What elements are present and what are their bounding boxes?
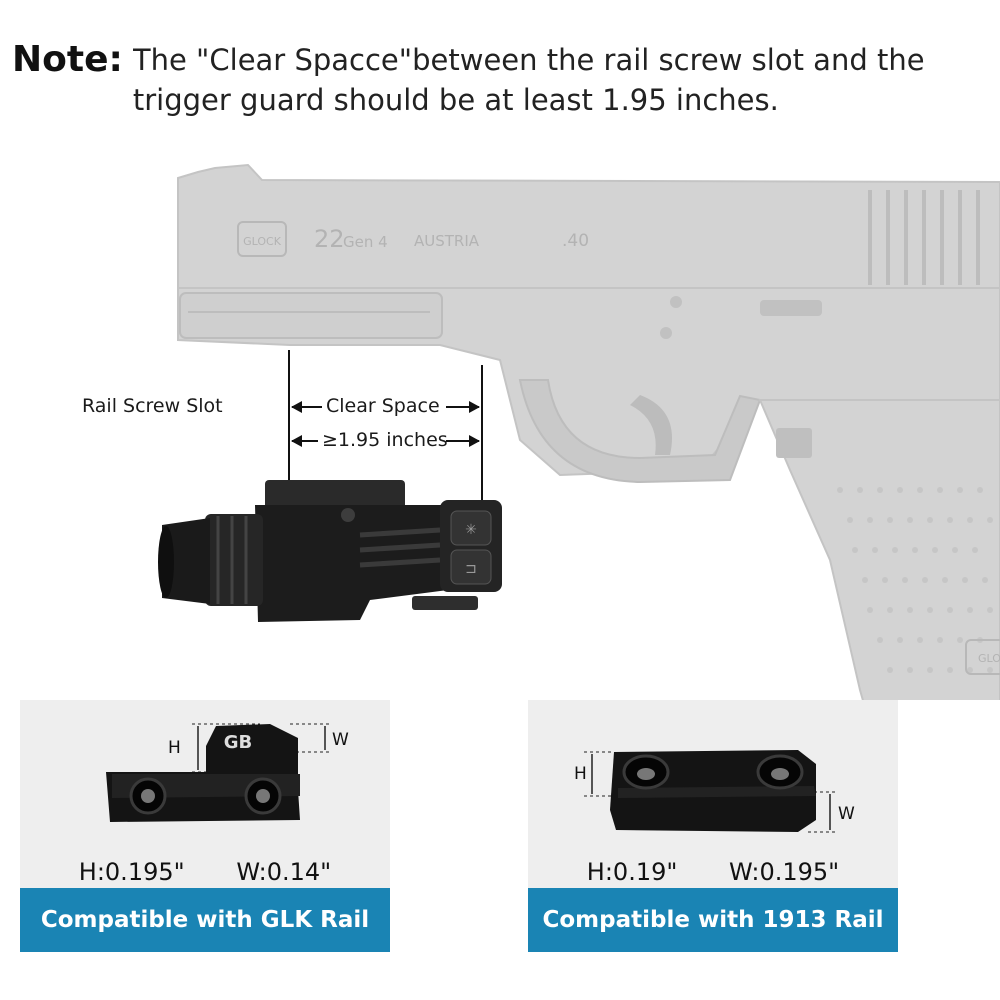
rail-screw-slot-label: Rail Screw Slot	[82, 395, 223, 417]
frame-pin	[670, 296, 682, 308]
arrow-head	[291, 401, 302, 413]
pistol-generation: Gen 4	[343, 233, 388, 251]
glk-dimensions: H:0.195" W:0.14"	[20, 858, 390, 886]
picatinny-dimensions: H:0.19" W:0.195"	[528, 858, 898, 886]
light-head-ring	[205, 514, 263, 606]
light-lens	[158, 526, 174, 598]
distance-label: ≥1.95 inches	[322, 429, 448, 451]
power-icon: ✳	[465, 522, 477, 538]
pistol-grip	[758, 399, 1000, 700]
pistol-model: 22	[314, 225, 345, 253]
width-value: W:0.195"	[729, 858, 840, 886]
glk-compatibility-banner: Compatible with GLK Rail	[20, 888, 390, 952]
width-letter: W	[332, 730, 349, 750]
slide-stop	[760, 300, 822, 316]
mode-button	[450, 549, 492, 585]
part-engraving: GB	[224, 732, 253, 753]
picatinny-compatibility-banner: Compatible with 1913 Rail	[528, 888, 898, 952]
pistol-slide	[177, 163, 1000, 289]
picatinny-rail-key-image	[584, 750, 838, 833]
grip-logo-box	[965, 639, 1000, 675]
height-letter: H	[168, 738, 181, 758]
grip-texture	[837, 487, 993, 673]
arrow-head	[469, 401, 480, 413]
tactical-light: ✳ ⊐	[158, 480, 502, 622]
pistol-caliber: .40	[562, 231, 589, 251]
arrow-head	[469, 435, 480, 447]
trigger-guard	[518, 379, 762, 484]
pistol-illustration: GLOCK 22 Gen 4 AUSTRIA .40 GLOCK	[177, 163, 1000, 700]
note-text: The "Clear Spacce"between the rail screw…	[132, 43, 925, 117]
light-grooves	[359, 527, 441, 568]
frame-pin	[660, 327, 672, 339]
height-value: H:0.195"	[78, 858, 185, 886]
pistol-diagram: GLOCK 22 Gen 4 AUSTRIA .40 GLOCK ✳	[158, 163, 1000, 700]
note-label: Note:	[12, 39, 123, 80]
rail-section	[179, 292, 443, 339]
width-value: W:0.14"	[236, 858, 332, 886]
height-letter: H	[574, 764, 587, 784]
trigger	[630, 395, 672, 455]
arrow-head	[291, 435, 302, 447]
brand-mark-box	[237, 221, 287, 257]
note: Note: The "Clear Spacce"between the rail…	[12, 40, 972, 120]
slide-serrations	[868, 190, 980, 285]
mode-icon: ⊐	[465, 561, 477, 577]
clear-space-label: Clear Space	[326, 395, 440, 417]
grip-logo: GLOCK	[978, 652, 1000, 665]
pistol-origin: AUSTRIA	[414, 232, 480, 250]
brand-mark: GLOCK	[243, 235, 282, 248]
power-button	[450, 510, 492, 546]
mount-screw	[341, 508, 355, 522]
picatinny-rail-panel: H W H:0.19" W:0.195" Compatible with 191…	[528, 700, 898, 952]
magazine-release	[776, 428, 812, 458]
width-letter: W	[838, 804, 855, 824]
height-value: H:0.19"	[586, 858, 678, 886]
rail-latch	[412, 596, 478, 610]
glk-rail-panel: GB H W H:0.195" W:0.14" Compatible with …	[20, 700, 390, 952]
glk-rail-key-image: GB	[106, 723, 332, 822]
light-bezel	[162, 518, 210, 604]
